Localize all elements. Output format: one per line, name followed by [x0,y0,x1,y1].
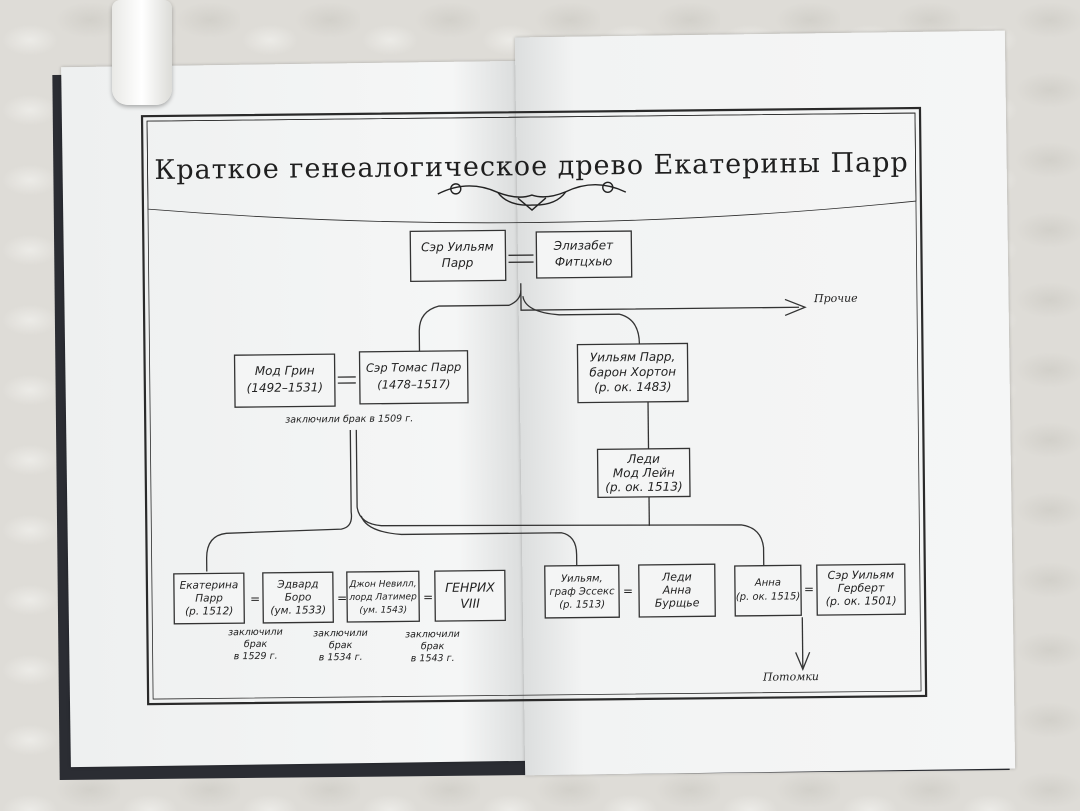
svg-text:брак: брак [244,639,268,650]
svg-text:Уильям,: Уильям, [561,573,603,584]
equals-edward-john: = [337,591,347,605]
svg-text:Сэр Томас Парр: Сэр Томас Парр [366,360,462,375]
svg-text:(р. ок. 1513): (р. ок. 1513) [605,480,683,495]
svg-text:(р. 1513): (р. 1513) [559,599,605,610]
person-herbert: Сэр Уильям Герберт (р. ок. 1501) [816,563,906,616]
svg-text:Сэр Уильям: Сэр Уильям [828,568,895,582]
svg-text:Уильям Парр,: Уильям Парр, [590,350,676,365]
svg-text:Мод Лейн: Мод Лейн [613,466,675,481]
svg-text:барон Хортон: барон Хортон [589,365,676,380]
svg-text:заключили: заключили [405,629,460,641]
person-john: Джон Невилл, лорд Латимер (ум. 1543) [346,570,420,623]
svg-text:ГЕНРИХ: ГЕНРИХ [445,579,495,595]
svg-text:(ум. 1533): (ум. 1533) [270,604,326,617]
svg-text:(1478–1517): (1478–1517) [377,377,450,392]
descendants-label: Потомки [762,670,819,684]
svg-text:VIII: VIII [460,596,480,611]
svg-text:лорд Латимер: лорд Латимер [348,592,417,603]
marriage-note-1534: заключили брак в 1534 г. [313,628,368,664]
svg-text:заключили: заключили [228,627,283,639]
svg-text:Элизабет: Элизабет [553,238,615,253]
svg-text:Герберт: Герберт [838,581,886,594]
svg-text:в 1529 г.: в 1529 г. [234,651,278,662]
svg-text:в 1534 г.: в 1534 г. [319,652,363,663]
svg-text:(р. ок. 1515): (р. ок. 1515) [736,591,801,603]
tree-connectors [205,254,811,671]
person-anne: Анна (р. ок. 1515) [734,564,802,617]
svg-text:Леди: Леди [661,570,692,583]
svg-text:брак: брак [329,640,353,651]
marriage-note-1509: заключили брак в 1509 г. [285,413,413,425]
equals-john-henry: = [423,590,433,604]
equals-essex-bourchier: = [623,584,633,598]
ornament-flourish [437,181,627,211]
diagram-title: Краткое генеалогическое древо Екатерины … [154,147,909,186]
svg-text:Джон Невилл,: Джон Невилл, [348,579,416,590]
svg-text:Мод Грин: Мод Грин [255,363,315,378]
svg-text:Эдвард: Эдвард [276,578,318,590]
person-thomas: Сэр Томас Парр (1478–1517) [358,350,469,405]
svg-text:Екатерина: Екатерина [179,579,238,592]
svg-text:Леди: Леди [626,452,660,466]
svg-text:(р. ок. 1483): (р. ок. 1483) [594,380,672,395]
person-william-essex: Уильям, граф Эссекс (р. 1513) [544,564,620,619]
marriage-note-1529: заключили брак в 1529 г. [228,627,283,663]
svg-text:(ум. 1543): (ум. 1543) [359,605,407,615]
person-henry: ГЕНРИХ VIII [434,569,506,622]
person-catherine: Екатерина Парр (р. 1512) [173,572,245,625]
marriage-note-1543: заключили брак в 1543 г. [405,629,460,665]
svg-text:Парр: Парр [442,256,474,270]
svg-text:Бурщье: Бурщье [655,596,700,609]
svg-text:Боро: Боро [285,591,312,603]
person-maud: Мод Грин (1492–1531) [233,353,336,408]
svg-text:(1492–1531): (1492–1531) [247,380,324,395]
outer-frame [140,106,928,706]
svg-text:Анна: Анна [662,583,692,596]
others-label: Прочие [813,292,858,305]
person-william-sr: Сэр Уильям Парр [409,229,507,283]
svg-text:(р. ок. 1501): (р. ок. 1501) [826,594,897,608]
equals-catherine-edward: = [250,592,260,606]
person-edward: Эдвард Боро (ум. 1533) [262,571,334,624]
person-anne-bourchier: Леди Анна Бурщье [638,563,716,618]
svg-text:(р. 1512): (р. 1512) [185,605,233,618]
svg-text:Сэр Уильям: Сэр Уильям [421,239,494,254]
title-banner [146,112,917,224]
svg-text:Анна: Анна [754,577,781,588]
person-elizabeth: Элизабет Фитцхью [535,230,633,279]
binder-clip [112,0,172,105]
svg-text:брак: брак [421,641,445,652]
svg-text:в 1543 г.: в 1543 г. [411,653,455,664]
person-lady-maud: Леди Мод Лейн (р. ок. 1513) [596,447,691,499]
svg-text:Парр: Парр [195,592,223,604]
person-william-baron: Уильям Парр, барон Хортон (р. ок. 1483) [576,342,689,404]
svg-text:заключили: заключили [313,628,368,640]
svg-text:граф Эссекс: граф Эссекс [549,586,615,598]
svg-text:Фитцхью: Фитцхью [555,254,613,269]
equals-anne-herbert: = [804,582,814,596]
